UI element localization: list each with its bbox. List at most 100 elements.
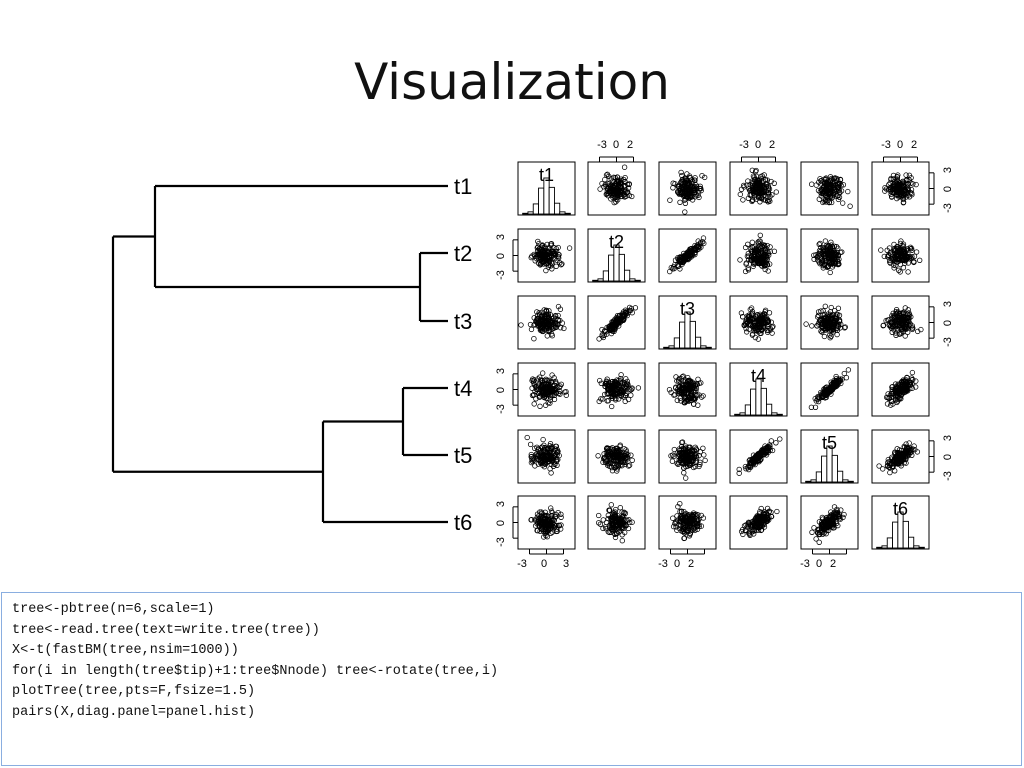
scatter-point [625,396,632,403]
axis-tick-label: 0 [674,558,680,570]
histogram-bar [629,278,636,282]
scatter-point [821,245,827,251]
scatter-point [835,305,842,311]
scatter-point [529,456,535,463]
scatter-point [602,328,608,334]
pairs-panel [729,429,788,484]
pairs-panel [658,362,717,417]
scatter-point [817,529,823,535]
scatter-point [892,385,898,392]
scatter-point [755,514,761,520]
scatter-point [773,440,779,446]
scatter-point [909,381,915,387]
scatter-point [740,531,746,538]
scatter-point [836,312,843,318]
scatter-point [692,382,699,388]
axis-tick-label: 0 [541,558,547,570]
scatter-point [828,333,834,339]
tree-tip-label: t2 [454,241,472,266]
histogram-bar [805,480,812,483]
axis-tick-label: -3 [517,558,527,570]
scatter-point [702,457,708,464]
scatter-point [531,322,537,328]
axis-tick-label: 0 [495,520,507,526]
scatter-point [822,395,828,401]
scatter-point [829,381,835,388]
scatter-point [746,186,752,192]
scatter-point [766,190,772,196]
scatter-point [761,186,768,192]
scatter-point [629,386,635,392]
histogram-bar [886,537,894,549]
scatter-point [563,392,569,398]
histogram-bar [564,212,571,215]
scatter-point [761,182,767,188]
scatter-point [692,463,698,470]
scatter-point [614,192,620,198]
scatter-point [742,268,749,275]
scatter-point [896,451,903,458]
scatter-point [615,315,621,321]
scatter-point [913,181,919,188]
scatter-point [831,525,837,531]
scatter-point [760,312,766,318]
scatter-point [754,325,760,331]
histogram-bar [913,545,920,549]
scatter-point [674,460,680,467]
scatter-point [889,194,895,200]
pairs-panel [800,295,859,350]
scatter-point [543,522,550,529]
scatter-point [622,459,628,465]
scatter-point [528,459,535,466]
scatter-point [745,250,751,257]
scatter-point [692,444,698,450]
scatter-point [695,238,701,244]
scatter-point [918,326,924,333]
histogram-bar [618,253,625,282]
scatter-point [687,382,693,389]
scatter-point [822,303,828,309]
scatter-point [819,522,825,528]
scatter-point [669,458,676,464]
histogram-bar [881,545,888,549]
scatter-point [532,383,539,390]
scatter-point [892,257,898,263]
scatter-point [597,377,603,384]
scatter-point [835,251,841,258]
scatter-point [909,377,915,383]
scatter-point [615,525,622,531]
scatter-point [897,269,903,275]
scatter-point [815,187,822,194]
scatter-point [761,451,767,458]
scatter-point [906,314,912,320]
scatter-point [671,453,677,459]
scatter-point [541,314,547,320]
scatter-point [682,200,689,206]
scatter-point [553,263,559,269]
histogram-bar [821,455,828,483]
scatter-point [905,329,911,335]
pairs-panel [587,429,646,484]
scatter-point [845,188,851,195]
histogram-bar [892,521,899,549]
scatter-point [845,367,852,373]
scatter-point [532,517,538,523]
scatter-point [905,181,911,187]
scatter-point [673,374,679,380]
histogram-bar [705,346,712,349]
scatter-point [902,456,908,463]
scatter-point [828,304,834,311]
scatter-point [675,183,681,189]
scatter-point [747,456,753,463]
scatter-point [617,505,623,511]
histogram-bar [810,479,817,483]
scatter-point [894,185,900,192]
scatter-point [529,377,535,384]
scatter-point [610,528,616,534]
scatter-point [611,199,617,206]
scatter-point [840,200,846,206]
scatter-point [825,179,832,185]
scatter-point [695,190,702,196]
histogram-bar [663,346,670,349]
